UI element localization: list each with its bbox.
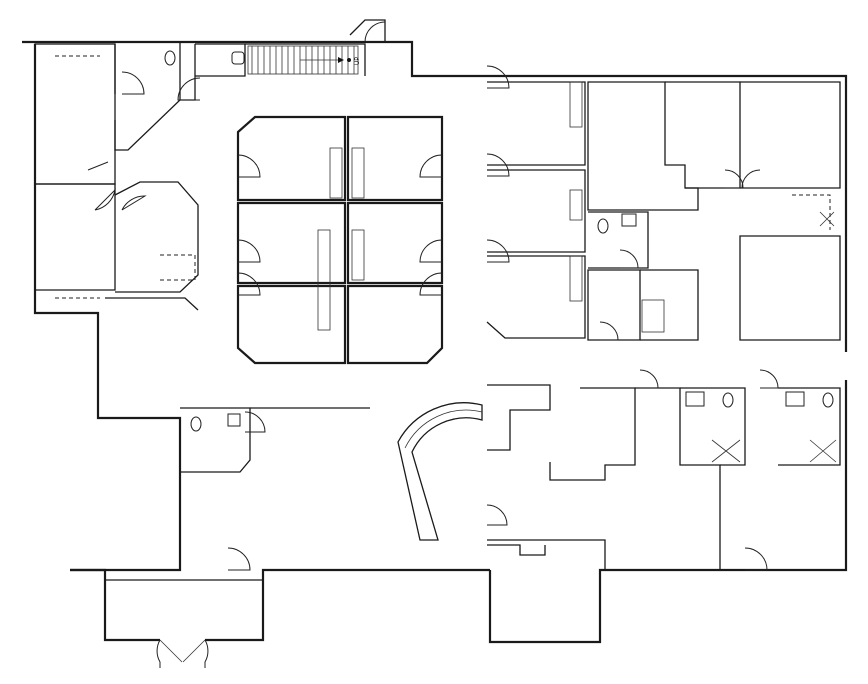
- door-swing: [419, 239, 443, 263]
- door-swing: [759, 369, 779, 389]
- east-rooms-upper: [486, 81, 841, 341]
- stairs: UP: [247, 45, 361, 75]
- north-west-rooms: [34, 19, 386, 299]
- door-swing: [237, 154, 261, 178]
- door-swing: [741, 169, 761, 189]
- door-swing: [237, 272, 261, 296]
- door-swing: [419, 272, 443, 296]
- door-swing: [227, 547, 251, 571]
- entry-vestibule: [105, 579, 263, 668]
- octagon-room: [105, 181, 199, 311]
- door-swing: [744, 547, 768, 571]
- west-lower-rooms: [98, 407, 370, 473]
- door-swing: [419, 154, 443, 178]
- door-swings: [121, 65, 779, 571]
- door-swing: [486, 239, 510, 263]
- door-swing: [486, 65, 510, 89]
- door-swing: [486, 504, 508, 526]
- door-swing: [237, 239, 261, 263]
- plumbing-fixtures: [164, 50, 834, 432]
- door-swing: [121, 71, 145, 95]
- door-swing: [599, 321, 619, 341]
- stair-up-label: UP: [355, 57, 361, 65]
- corridor-doors: [87, 161, 147, 211]
- south-rooms: [487, 384, 841, 570]
- door-swing: [177, 77, 201, 101]
- door-swing: [244, 411, 266, 433]
- central-rooms: [236, 115, 444, 365]
- door-swing: [486, 153, 510, 177]
- door-swing: [619, 249, 639, 269]
- reception-desk: [397, 402, 483, 541]
- exterior-walls: [22, 40, 848, 644]
- door-swing: [639, 369, 659, 389]
